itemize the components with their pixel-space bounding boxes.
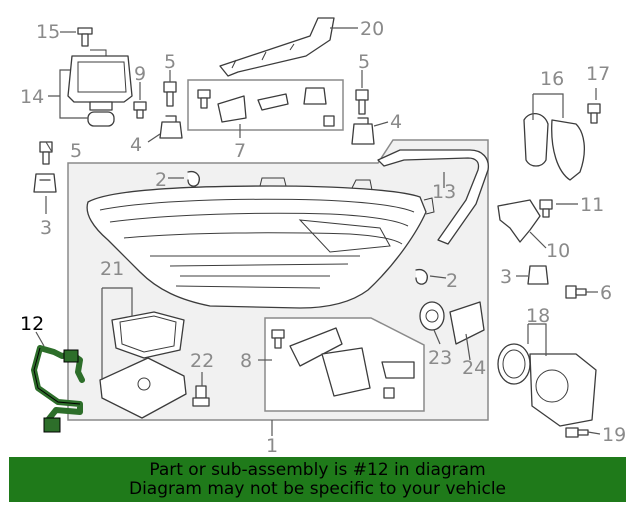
part-23-bulb-socket xyxy=(419,301,445,331)
banner-line-2: Diagram may not be specific to your vehi… xyxy=(128,479,506,499)
part-15-screw xyxy=(77,27,93,47)
callout-4-left: 4 xyxy=(130,134,142,156)
callout-4-right: 4 xyxy=(390,111,402,133)
part-4-clip-a xyxy=(159,115,183,139)
headlamp-assembly xyxy=(86,177,435,309)
part-18-leveling-module xyxy=(529,353,597,427)
callout-7: 7 xyxy=(234,140,246,162)
callout-24: 24 xyxy=(462,357,486,379)
callout-9: 9 xyxy=(134,63,146,85)
part-21-cover xyxy=(99,357,187,419)
callout-16: 16 xyxy=(540,68,564,90)
callout-3-right: 3 xyxy=(500,266,512,288)
callout-2-bottom: 2 xyxy=(446,270,458,292)
callout-15: 15 xyxy=(36,21,60,43)
banner-line-1: Part or sub-assembly is #12 in diagram xyxy=(149,460,486,480)
part-9-bolt xyxy=(133,101,147,119)
part-6-screw xyxy=(565,285,587,299)
part-19-screw xyxy=(565,427,589,438)
callout-23: 23 xyxy=(428,347,452,369)
part-2-spring-clip-a xyxy=(187,170,200,187)
part-16-housing xyxy=(551,119,586,181)
info-banner: Part or sub-assembly is #12 in diagram D… xyxy=(9,457,626,502)
callout-5-top-right: 5 xyxy=(358,51,370,73)
callout-21: 21 xyxy=(100,258,124,280)
callout-12: 12 xyxy=(20,313,44,335)
callout-3-left: 3 xyxy=(40,217,52,239)
callout-19: 19 xyxy=(602,424,626,446)
part-3-clip-a xyxy=(33,173,57,193)
part-22-screw xyxy=(192,385,210,407)
callout-1: 1 xyxy=(266,435,278,457)
callout-5-top-left: 5 xyxy=(164,51,176,73)
part-24-cover xyxy=(449,301,485,345)
part-5-screw-a xyxy=(163,81,177,107)
callout-14: 14 xyxy=(20,86,44,108)
callout-2-top: 2 xyxy=(155,169,167,191)
part-20-bracket xyxy=(219,17,335,77)
part-12-wiring-harness xyxy=(31,345,85,433)
part-11-screw xyxy=(539,199,553,218)
callout-8: 8 xyxy=(240,350,252,372)
callout-22: 22 xyxy=(190,350,214,372)
part-5-screw-b xyxy=(355,89,369,115)
leader-lines xyxy=(35,27,601,436)
part-13-trim-strip xyxy=(377,149,489,245)
callout-13: 13 xyxy=(432,181,456,203)
part-2-spring-clip-b xyxy=(415,268,428,285)
part-17-screw xyxy=(587,103,601,124)
callout-20: 20 xyxy=(360,18,384,40)
callout-11: 11 xyxy=(580,194,604,216)
part-4-clip-b xyxy=(351,117,375,145)
callout-17: 17 xyxy=(586,63,610,85)
part-7-hardware-kit xyxy=(197,87,335,127)
part-5-screw-c xyxy=(39,141,53,165)
part-14-control-module xyxy=(67,49,133,127)
part-10-bracket xyxy=(497,199,541,243)
part-3-clip-b xyxy=(527,265,549,285)
callout-18: 18 xyxy=(526,305,550,327)
part-8-ballast-kit xyxy=(271,327,415,399)
part-16-trim-ring xyxy=(523,113,549,167)
callout-5-left: 5 xyxy=(70,140,82,162)
callout-10: 10 xyxy=(546,240,570,262)
callout-6: 6 xyxy=(600,282,612,304)
